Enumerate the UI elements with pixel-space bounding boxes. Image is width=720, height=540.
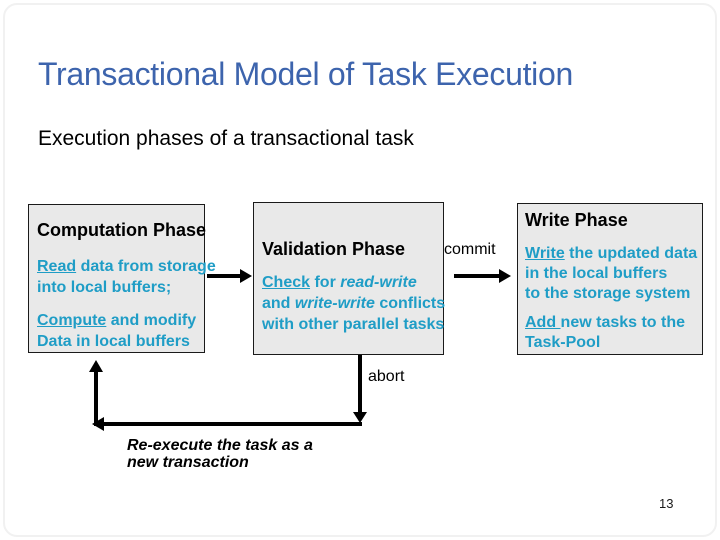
reexecute-caption-line1: Re-execute the task as a	[127, 437, 313, 454]
arrow-computation-to-validation-head-icon	[240, 269, 252, 283]
abort-line-down	[358, 355, 362, 412]
arrow-validation-to-write	[454, 274, 499, 278]
slide-title: Transactional Model of Task Execution	[38, 56, 573, 92]
arrow-validation-to-write-head-icon	[499, 269, 511, 283]
page-number: 13	[659, 496, 674, 511]
validation-phase-heading: Validation Phase	[262, 239, 406, 259]
abort-line-horizontal	[103, 422, 362, 426]
reexecute-caption: Re-execute the task as a new transaction	[127, 437, 313, 471]
abort-arrow-up-head-icon	[89, 360, 103, 372]
abort-label: abort	[368, 368, 405, 385]
commit-label: commit	[444, 241, 496, 258]
computation-phase-heading: Computation Phase	[37, 220, 207, 240]
arrow-computation-to-validation	[207, 274, 240, 278]
reexecute-caption-line2: new transaction	[127, 454, 249, 471]
slide-subtitle: Execution phases of a transactional task	[38, 127, 414, 150]
write-phase-heading: Write Phase	[525, 210, 628, 230]
abort-arrow-down-head-icon	[353, 412, 367, 423]
computation-phase-box: Computation Phase Read data from storage…	[28, 204, 216, 353]
abort-line-up	[94, 372, 98, 426]
